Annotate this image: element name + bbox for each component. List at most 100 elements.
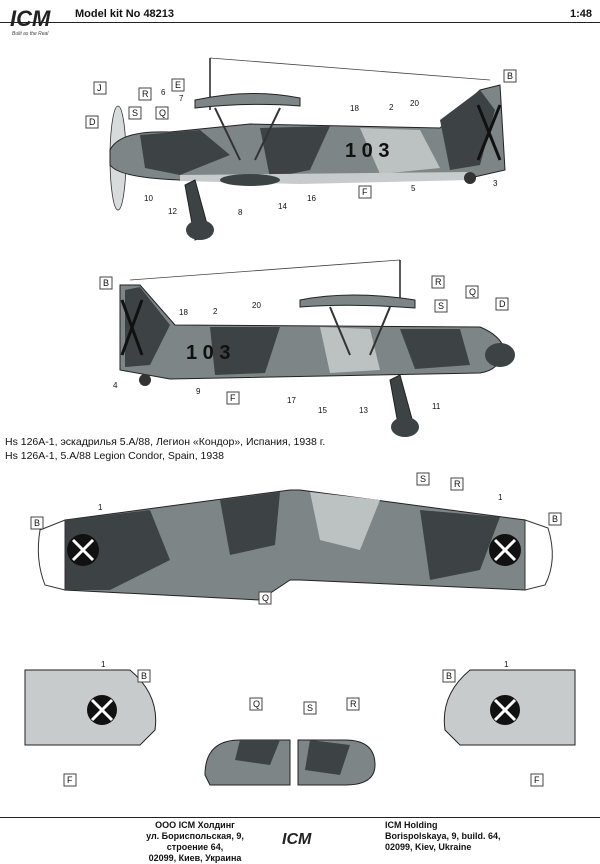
callout-B: B [141,671,147,681]
callout-S: S [438,301,444,311]
callout-B: B [552,514,558,524]
tail-cross [476,104,502,161]
footer-en: ICM Holding Borispolskaya, 9, build. 64,… [385,820,525,853]
camo-patch [125,287,170,367]
footer-ru-company: ООО ICM Холдинг [155,820,235,830]
wingtip-left [37,519,66,591]
callout-D: D [499,299,506,309]
callout-9: 9 [196,387,201,396]
callout-D: D [89,117,96,127]
callout-3: 3 [493,179,498,188]
callout-1: 1 [504,660,509,669]
callout-S: S [132,108,138,118]
callout-14: 14 [278,202,287,211]
callout-13: 13 [359,406,368,415]
wing-strut [214,107,241,161]
scale-label: 1:48 [570,8,593,20]
camo-patch [305,740,350,775]
upper-wing-view: S R B B Q 1 1 [30,472,562,605]
callout-15: 15 [318,406,327,415]
callout-B: B [507,71,513,81]
camo-patch [400,329,470,369]
callout-F: F [362,187,368,197]
main-wheel [186,220,214,240]
parasol-wing [194,92,301,109]
icm-logo-tagline: Bulit as the Real [12,31,49,37]
footer-logo: ICM [282,831,312,846]
footer-en-city: 02099, Kiev, Ukraine [385,842,472,852]
footer-ru-city: 02099, Киев, Украина [148,853,242,863]
footer-en-address: Borispolskaya, 9, build. 64, [385,831,501,841]
footer-en-company: ICM Holding [385,820,438,830]
callout-17: 17 [287,396,296,405]
camo-patch [260,126,330,178]
callout-2: 2 [213,307,218,316]
callout-18: 18 [350,104,359,113]
camo-patch [220,492,280,555]
camo-patch [360,128,440,174]
callout-R: R [350,699,357,709]
callout-F: F [534,775,540,785]
icm-logo: ICM Bulit as the Real [10,6,51,37]
footer-ru-address: ул. Бориспольская, 9, строение 64, [146,831,244,852]
callout-1: 1 [101,660,106,669]
callout-11: 11 [432,402,441,411]
lower-wing-views: B F B F Q S R 1 1 [24,660,576,787]
wing-strut [329,306,351,356]
main-wheel [391,417,419,437]
wing-strut [369,306,391,356]
callout-16: 16 [307,194,316,203]
camo-patch [140,130,230,175]
callout-Q: Q [262,593,269,603]
upper-wing [64,489,526,601]
antenna-wire [209,57,491,81]
parasol-wing [299,294,416,309]
callout-8: 8 [238,208,243,217]
camo-patch [210,327,280,375]
left-side-profile: 1 0 3 B R S Q D F 18 2 20 4 9 17 15 13 1… [99,259,515,437]
model-kit-title: Model kit No 48213 [75,8,175,20]
camo-patch [420,510,500,580]
callout-1: 1 [498,493,503,502]
callout-F: F [230,393,236,403]
callout-5: 5 [411,184,416,193]
callout-6: 6 [161,88,166,97]
footer-ru: ООО ICM Холдинг ул. Бориспольская, 9, ст… [130,820,260,864]
callout-R: R [142,89,149,99]
callout-J: J [97,83,102,93]
camo-patch [235,740,280,765]
caption-russian: Hs 126A-1, эскадрилья 5.A/88, Легион «Ко… [5,436,326,448]
camo-patch [65,510,170,590]
callout-S: S [307,703,313,713]
fuselage-code: 1 0 3 [186,342,230,364]
callout-R: R [454,479,461,489]
callout-S: S [420,474,426,484]
callout-7: 7 [179,94,184,103]
callout-1: 1 [98,503,103,512]
callout-Q: Q [159,108,166,118]
bomb-rack [220,174,280,186]
callout-12: 12 [168,207,177,216]
callout-20: 20 [410,99,419,108]
callout-2: 2 [389,103,394,112]
tail-wheel [464,172,476,184]
right-side-profile: 1 0 3 J S R Q E D F B 6 7 18 2 20 10 12 … [85,57,517,241]
callout-4: 4 [113,381,118,390]
footer-divider [0,817,600,818]
callout-18: 18 [179,308,188,317]
callout-B: B [103,278,109,288]
camo-patch [320,327,380,373]
camo-patch [310,492,380,550]
callout-F: F [67,775,73,785]
callout-R: R [435,277,442,287]
header-divider [0,22,600,23]
callout-E: E [175,80,181,90]
caption-english: Hs 126A-1, 5.A/88 Legion Condor, Spain, … [5,450,224,462]
tail-cross [120,299,144,356]
spinner [485,343,515,367]
wingtip-right [524,519,553,591]
footer-logo-text: ICM [282,831,312,846]
fuselage-code: 1 0 3 [345,140,389,162]
callout-Q: Q [253,699,260,709]
callout-B: B [446,671,452,681]
